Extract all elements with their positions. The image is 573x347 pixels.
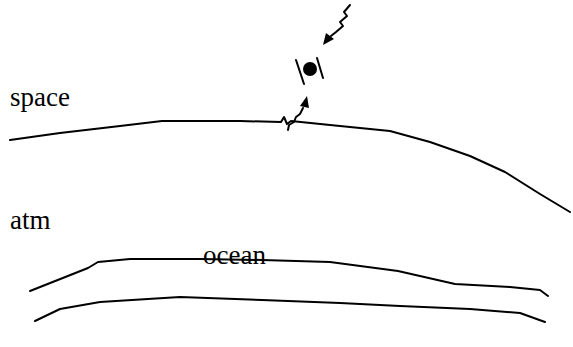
arrowhead — [323, 33, 334, 45]
layer-label: atm — [10, 207, 51, 234]
space-boundary — [10, 117, 570, 212]
particle-mark — [317, 58, 323, 78]
incoming-ray — [331, 5, 350, 36]
outgoing-ray — [288, 108, 303, 130]
particle-mark — [296, 60, 304, 84]
atm-boundary — [30, 259, 548, 296]
layer-label: ocean — [203, 242, 266, 269]
layer-label: space — [10, 84, 70, 111]
arrowhead — [300, 96, 309, 108]
ocean-bottom — [35, 297, 545, 322]
particle — [303, 62, 317, 76]
